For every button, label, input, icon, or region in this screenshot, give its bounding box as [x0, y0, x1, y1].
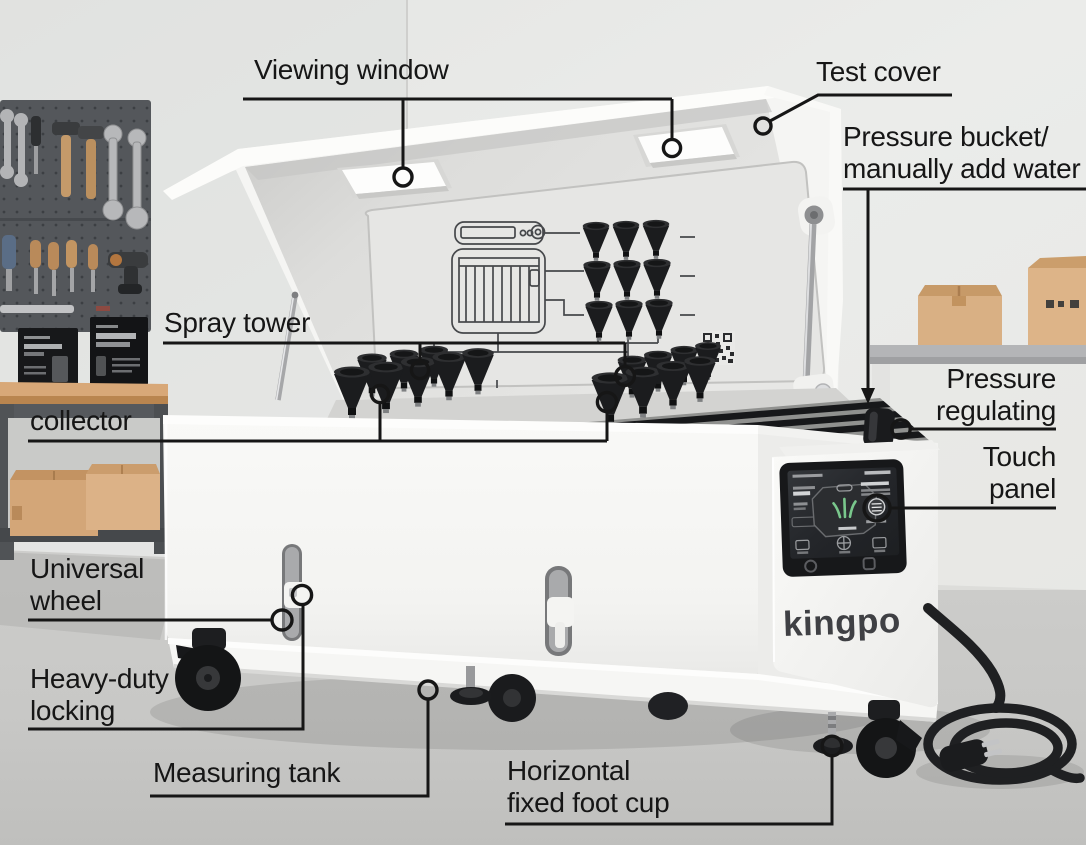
workbench [0, 317, 168, 560]
label-collector: collector [30, 405, 132, 436]
label-heavy-duty-locking: Heavy-duty locking [30, 663, 169, 726]
power-plug [939, 738, 1002, 772]
test-cover-lid [163, 86, 843, 402]
leader-lines [28, 93, 1086, 826]
label-test-cover: Test cover [816, 56, 941, 87]
chisel-icon [2, 235, 16, 291]
home-circle-icon[interactable] [804, 559, 818, 573]
label-touch-panel: Touch panel [982, 441, 1057, 504]
drill-icon [108, 252, 148, 294]
label-pressure-bucket: Pressure bucket/ manually add water [843, 121, 1081, 184]
label-spray-tower: Spray tower [164, 307, 311, 338]
hammer-icon [52, 122, 104, 199]
base-frame [168, 638, 938, 722]
lid-spray-nozzles [582, 219, 673, 341]
control-box: kingpo [772, 407, 940, 708]
label-universal-wheel: Universal wheel [30, 553, 145, 616]
wrench-icon [0, 109, 28, 187]
caster-wheel-right [856, 700, 922, 778]
cardboard-box [1028, 256, 1086, 350]
cardboard-box [918, 285, 1002, 350]
cardboard-box [86, 464, 160, 530]
product-box [18, 328, 78, 390]
back-square-icon[interactable] [862, 557, 876, 571]
foot-cup-mid [450, 666, 536, 722]
measuring-tank-slot [282, 544, 307, 641]
cardboard-box [10, 470, 98, 536]
label-measuring-tank: Measuring tank [153, 757, 341, 788]
caster-wheel-front-left [175, 628, 241, 711]
pegboard [0, 100, 151, 332]
brand-logo: kingpo [782, 601, 901, 644]
screwdriver-icon [30, 240, 98, 296]
sprout-icon [832, 497, 857, 519]
gas-strut-left [275, 291, 299, 401]
screwdriver-icon [31, 116, 41, 174]
wrench-icon [102, 124, 149, 230]
caster-wheel-mid [648, 692, 688, 720]
product-box [90, 317, 148, 385]
screen-ui [791, 470, 891, 555]
label-pressure-regulating: Pressure regulating [936, 363, 1056, 426]
label-viewing-window: Viewing window [254, 54, 449, 85]
touch-screen[interactable] [779, 459, 907, 577]
pegboard-rail [0, 305, 74, 313]
viewing-window-right [633, 124, 740, 168]
measuring-tank-slot [545, 566, 574, 656]
label-horizontal-fixed-foot-cup: Horizontal fixed foot cup [507, 755, 670, 818]
